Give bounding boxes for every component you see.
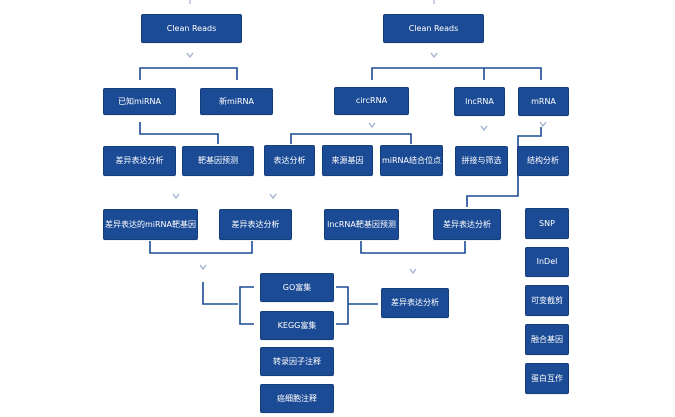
known-mirna-label: 已知miRNA: [117, 96, 162, 106]
lncrna-node: lncRNA: [454, 87, 505, 116]
lncrna-target-prediction-node: lncRNA靶基因预测: [324, 209, 399, 240]
cancer-cell-annotation-label: 癌细胞注释: [277, 393, 317, 403]
alt-splicing-node: 可变截剪: [525, 285, 569, 316]
mirna-binding-site-node: miRNA结合位点: [380, 145, 443, 176]
bracket-go-kegg-right: [336, 286, 349, 325]
bracket-circrna: [290, 133, 412, 144]
expression-analysis-node: 表达分析: [264, 145, 315, 176]
lncrna-target-prediction-label: lncRNA靶基因预测: [327, 219, 396, 229]
bracket-go-kegg-left: [239, 286, 254, 325]
target-prediction-node: 靶基因预测: [182, 146, 254, 176]
bracket-mirna: [139, 67, 238, 80]
alt-splicing-label: 可变截剪: [531, 295, 563, 305]
mirna-binding-site-label: miRNA结合位点: [381, 155, 442, 165]
fusion-gene-node: 融合基因: [525, 324, 569, 355]
diff-expr-4-node: 差异表达分析: [381, 288, 449, 318]
arrow-circrna: [368, 122, 376, 129]
lncrna-label: lncRNA: [465, 96, 494, 106]
structure-analysis-label: 结构分析: [527, 156, 559, 165]
kegg-enrichment-node: KEGG富集: [260, 311, 334, 340]
arrow-left-clean: [186, 52, 194, 59]
mrna-node: mRNA: [518, 87, 569, 116]
arrow-diff-expr-2: [269, 193, 277, 200]
go-enrichment-node: GO富集: [260, 273, 334, 302]
arrow-right-clean: [430, 52, 438, 59]
source-gene-node: 来源基因: [322, 145, 373, 176]
arrow-diff-mirna-target: [172, 193, 180, 200]
diff-expr-2-node: 差异表达分析: [219, 209, 292, 240]
diff-expr-3-label: 差异表达分析: [443, 219, 491, 229]
clean-reads-right-label: Clean Reads: [408, 23, 459, 33]
bracket-row4-right: [360, 241, 466, 254]
structure-analysis-node: 结构分析: [517, 146, 569, 176]
indel-label: InDel: [536, 257, 558, 266]
fusion-gene-label: 融合基因: [531, 334, 563, 344]
mrna-label: mRNA: [531, 96, 556, 106]
snp-node: SNP: [525, 208, 569, 239]
source-gene-label: 来源基因: [331, 155, 364, 165]
circrna-label: circRNA: [355, 96, 388, 105]
tf-annotation-label: 转录因子注释: [273, 356, 321, 366]
protein-interaction-label: 蛋白互作: [531, 373, 563, 383]
protein-interaction-node: 蛋白互作: [525, 363, 569, 394]
clean-reads-left-label: Clean Reads: [166, 23, 217, 33]
novel-mirna-node: 新miRNA: [200, 88, 273, 115]
clean-reads-left-node: Clean Reads: [141, 14, 242, 43]
link-to-enrich: [202, 282, 238, 305]
bracket-row4-left: [149, 241, 253, 254]
arrow-mrna: [539, 121, 547, 128]
diff-mirna-target-node: 差异表达的miRNA靶基因: [103, 209, 198, 240]
arrow-lncrna: [480, 125, 488, 132]
bracket-rna-types: [371, 67, 542, 80]
cancer-cell-annotation-node: 癌细胞注释: [260, 384, 334, 413]
splice-filter-label: 拼接与筛选: [461, 156, 502, 165]
novel-mirna-label: 新miRNA: [218, 96, 255, 106]
diff-mirna-target-label: 差异表达的miRNA靶基因: [104, 219, 197, 229]
tf-annotation-node: 转录因子注释: [260, 347, 334, 376]
diff-expr-4-label: 差异表达分析: [391, 298, 439, 307]
known-mirna-node: 已知miRNA: [103, 88, 176, 115]
arrow-enrich-left: [199, 264, 207, 271]
diff-expr-1-label: 差异表达分析: [115, 156, 164, 165]
diff-expr-2-label: 差异表达分析: [231, 219, 280, 229]
go-enrichment-label: GO富集: [282, 282, 312, 292]
expression-analysis-label: 表达分析: [273, 155, 306, 165]
diff-expr-1-node: 差异表达分析: [103, 146, 176, 176]
arrow-enrich-right: [409, 268, 417, 275]
diff-expr-3-node: 差异表达分析: [433, 209, 501, 240]
bracket-mirna-children: [139, 122, 219, 144]
clean-reads-right-node: Clean Reads: [383, 14, 484, 43]
target-prediction-label: 靶基因预测: [198, 156, 238, 165]
splice-filter-node: 拼接与筛选: [455, 146, 508, 176]
snp-label: SNP: [539, 218, 555, 228]
circrna-node: circRNA: [334, 87, 409, 115]
kegg-enrichment-label: KEGG富集: [277, 320, 317, 330]
indel-node: InDel: [525, 247, 569, 277]
